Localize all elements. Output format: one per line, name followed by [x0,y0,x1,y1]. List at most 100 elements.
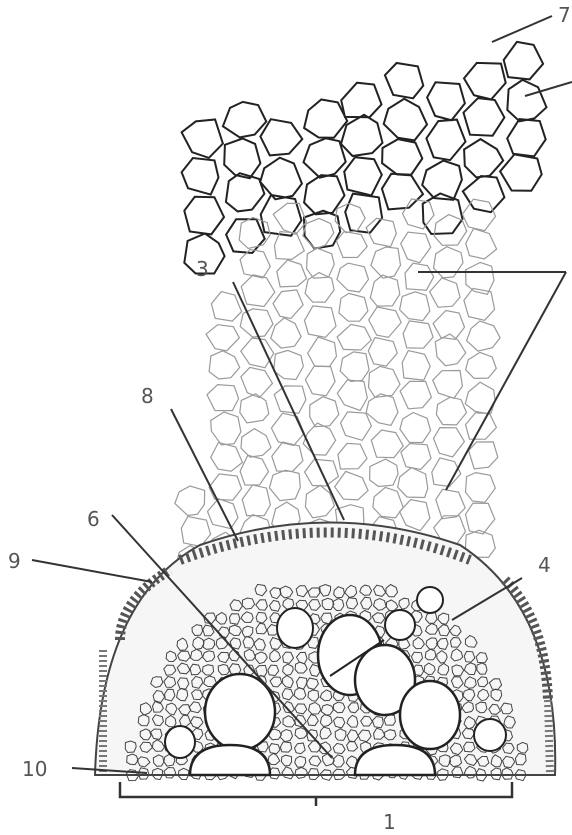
cell [211,412,241,445]
cell [304,100,347,138]
cell [403,199,435,229]
cell [260,158,302,200]
cell [211,442,243,471]
vessel [385,610,415,640]
cell [274,350,304,379]
cell [500,154,542,190]
cell [400,381,431,409]
cell [369,307,402,337]
cell [182,158,219,195]
cell [337,380,367,411]
cell [274,386,306,413]
cell [211,292,241,322]
label-3: 3 [196,257,209,281]
cell [240,250,270,279]
cell [277,260,307,287]
cell [466,503,495,534]
cell [304,138,346,177]
label-8: 8 [141,384,154,408]
cell [504,42,543,80]
cell [345,194,382,233]
cell [462,199,495,231]
cell [464,288,495,320]
cell [466,229,497,259]
cell [242,485,270,516]
leader-line-7 [492,16,552,42]
cell [335,471,368,500]
cell [341,412,372,440]
cell [341,83,381,118]
cell [184,197,224,235]
cell [366,394,398,426]
cell [271,318,301,348]
cell [405,263,434,290]
cell [400,500,430,531]
vessel [277,608,313,648]
cell [464,139,503,177]
cell [241,367,273,397]
cell [463,176,505,212]
label-9: 9 [8,549,21,573]
leader-line-9 [32,560,152,582]
cell [340,352,369,382]
label-4: 4 [538,553,551,577]
cell [344,157,382,195]
cell [305,273,334,303]
cell [382,174,423,210]
cell [373,487,403,518]
cell [401,232,431,263]
cell [303,218,334,248]
cell [434,428,465,457]
cell [433,371,463,399]
cell [430,278,460,307]
cell [223,102,266,137]
cell [308,337,337,367]
cell [371,430,403,458]
cell [398,468,428,498]
cell [403,321,433,348]
cell [371,247,401,278]
cell [273,290,303,319]
cell [436,489,465,518]
label-7: 7 [558,3,571,27]
cell [385,63,423,98]
cell [370,459,399,486]
cell [384,99,427,141]
cell [507,80,546,121]
cell [260,119,302,155]
cell [209,351,240,379]
leader-line-cortex-b [446,272,566,490]
cell [466,352,497,378]
cell [337,263,369,292]
cell [427,82,465,120]
cell [339,293,368,321]
cell [182,120,223,158]
cell [369,366,401,397]
cell [241,275,275,307]
bracket-1 [120,782,512,806]
cell [426,120,465,161]
vessel [165,726,195,758]
cell [261,195,302,236]
cell [336,232,367,258]
cell [368,338,397,367]
cell [464,63,506,100]
cell [226,219,265,253]
cell [400,292,430,321]
cell [269,470,300,500]
vessel [417,587,443,613]
cell [271,413,304,445]
cell [208,499,239,529]
cell [207,385,239,411]
cell [434,247,464,278]
cell [338,443,367,469]
cell [226,173,265,211]
label-10: 10 [22,757,47,781]
cell [206,325,239,351]
cell [466,473,496,503]
cell [224,139,260,179]
cell [382,139,422,175]
cell [241,429,271,458]
cell [400,413,431,443]
